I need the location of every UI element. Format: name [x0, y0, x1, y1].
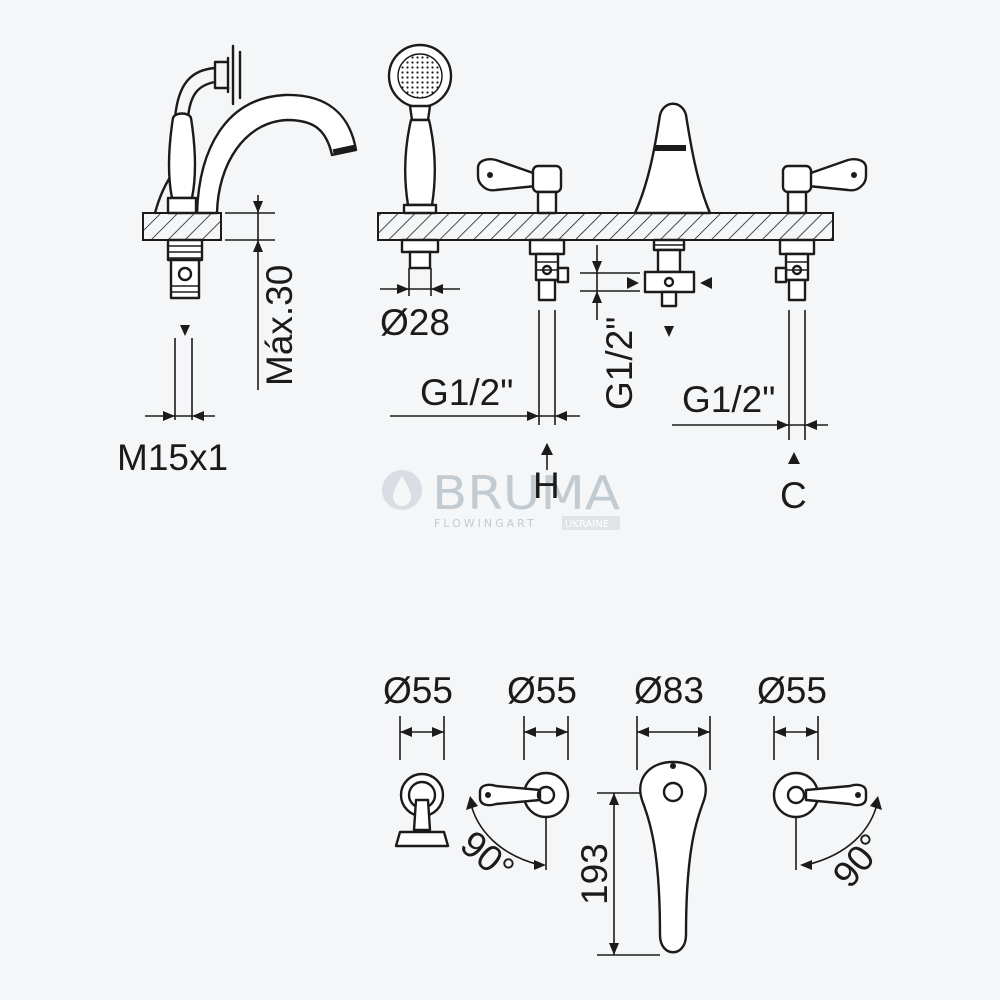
top-view: Ø55 Ø55 90° — [383, 670, 892, 956]
hot-valve-side: G1/2" H — [390, 158, 580, 506]
spout-label: Ø83 — [634, 670, 704, 711]
deck-mixer-side-view: Ø28 G1/2" H — [377, 43, 868, 516]
spout-diverter-side: G1/2" — [580, 102, 712, 410]
cold-inlet-letter: C — [780, 475, 807, 516]
watermark-brand: BRUMA — [432, 466, 621, 520]
hot-thread-label: G1/2" — [420, 372, 513, 413]
diverter-thread-label: G1/2" — [599, 317, 640, 410]
hot-handle-label: Ø55 — [507, 670, 577, 711]
watermark-tagline: FLOWINGART — [434, 517, 537, 530]
spout-thread-label: M15x1 — [117, 437, 228, 478]
cold-rotation-label: 90° — [825, 826, 892, 895]
hand-shower-diameter-label: Ø28 — [380, 302, 450, 343]
watermark-badge: UKRAINE — [565, 519, 609, 530]
spout-top: Ø83 193 — [574, 670, 711, 956]
cold-handle-top: Ø55 90° — [757, 670, 892, 895]
cold-handle-label: Ø55 — [757, 670, 827, 711]
hot-inlet-letter: H — [533, 465, 560, 506]
bruma-watermark: BRUMA FLOWINGART UKRAINE — [382, 466, 621, 530]
bath-spout-side-view: M15x1 Máx.30 — [117, 44, 358, 478]
deck-thickness-label: Máx.30 — [259, 265, 300, 386]
shower-rosette-top: Ø55 — [383, 670, 453, 848]
water-drop-icon — [382, 470, 422, 510]
hand-shower-side: Ø28 — [380, 43, 460, 343]
shower-rosette-label: Ø55 — [383, 670, 453, 711]
cold-valve-side: G1/2" C — [672, 158, 868, 516]
watermark-badge-box — [562, 516, 620, 530]
spout-length-label: 193 — [574, 843, 615, 905]
hot-rotation-label: 90° — [453, 823, 522, 890]
cold-thread-label: G1/2" — [682, 379, 775, 420]
hot-handle-top: Ø55 90° — [453, 670, 577, 890]
